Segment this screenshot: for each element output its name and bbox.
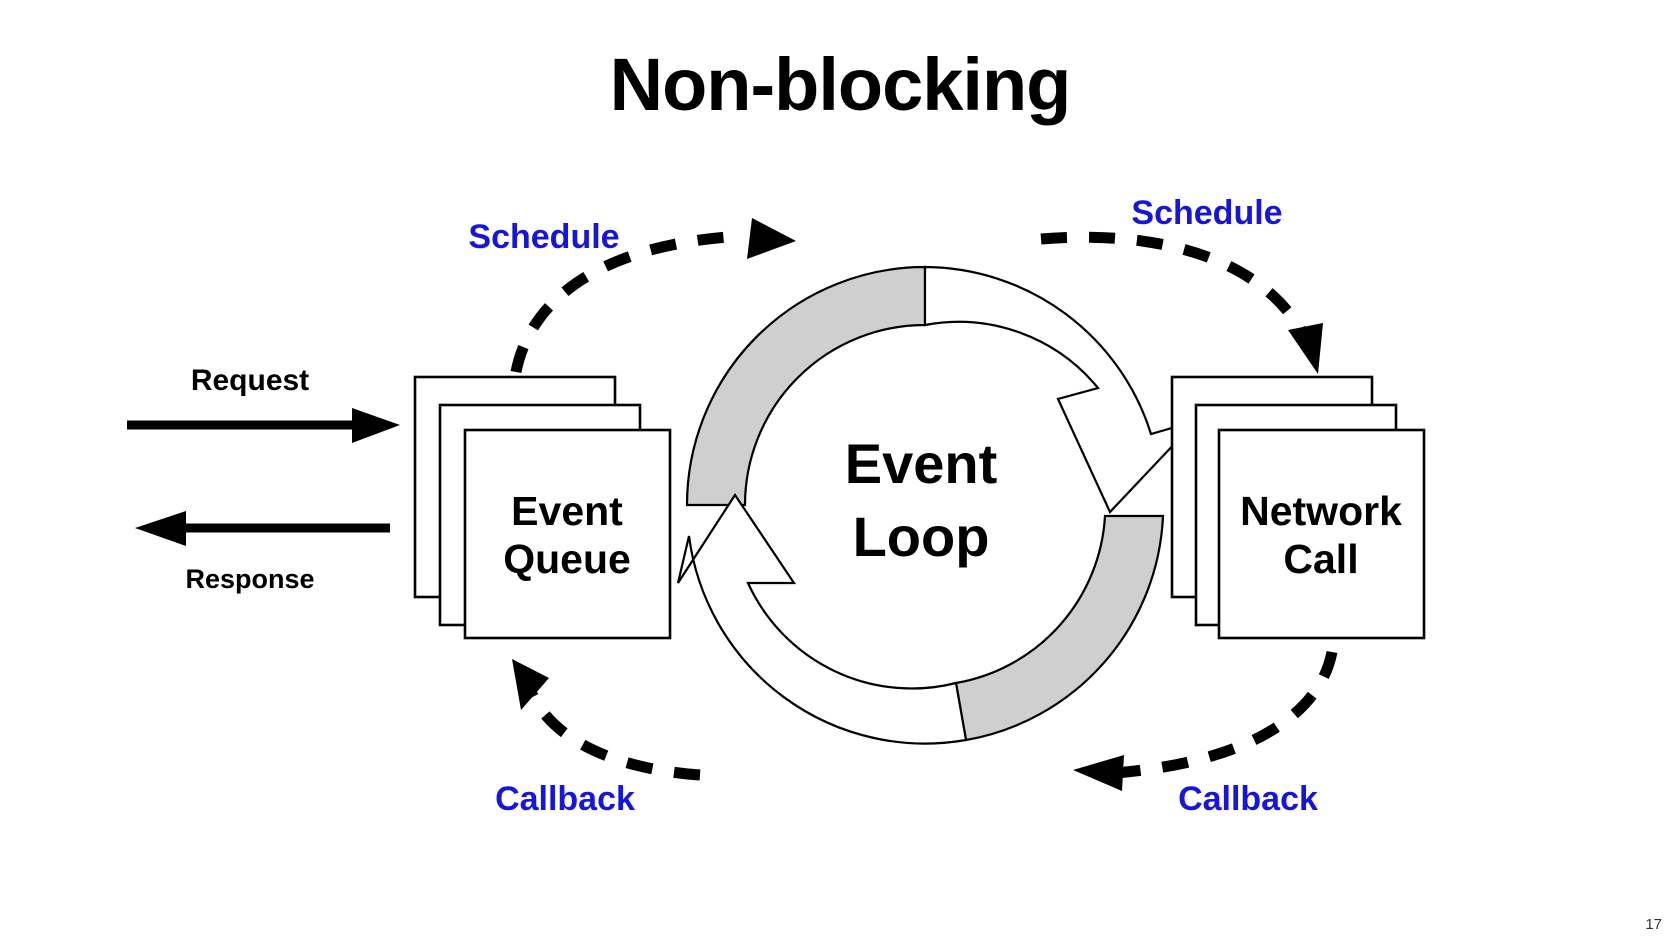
page-title: Non-blocking xyxy=(609,43,1072,126)
event-queue-label-line2: Queue xyxy=(503,536,631,582)
schedule-right-label: Schedule xyxy=(1131,194,1282,232)
callback-right-label: Callback xyxy=(1178,780,1318,818)
callback-left-dashed-arrow xyxy=(512,659,701,781)
event-loop-top-ribbon xyxy=(685,265,1200,514)
event-queue-label-line1: Event xyxy=(511,488,623,534)
event-loop-label: Event Loop xyxy=(845,432,998,568)
request-label: Request xyxy=(191,364,309,397)
event-loop-label-line2: Loop xyxy=(853,505,990,568)
network-call-card-stack[interactable]: Network Call xyxy=(1170,375,1426,640)
response-label: Response xyxy=(185,564,314,594)
network-call-label-line2: Call xyxy=(1283,536,1358,582)
callback-left-label: Callback xyxy=(495,780,635,818)
page-number: 17 xyxy=(1645,916,1662,933)
callback-right-dashed-arrow xyxy=(1073,650,1338,791)
schedule-left-dashed-arrow xyxy=(510,218,796,374)
event-queue-card-stack[interactable]: Event Queue xyxy=(413,375,672,640)
network-call-card-front xyxy=(1217,428,1426,640)
schedule-left-label: Schedule xyxy=(468,218,619,256)
event-queue-card-front xyxy=(463,428,672,640)
event-loop-label-line1: Event xyxy=(845,432,998,495)
network-call-label-line1: Network xyxy=(1240,488,1402,534)
event-loop-bottom-ribbon xyxy=(676,493,1165,745)
response-arrow xyxy=(135,511,390,546)
schedule-right-dashed-arrow xyxy=(1040,231,1323,374)
request-arrow xyxy=(127,408,400,443)
